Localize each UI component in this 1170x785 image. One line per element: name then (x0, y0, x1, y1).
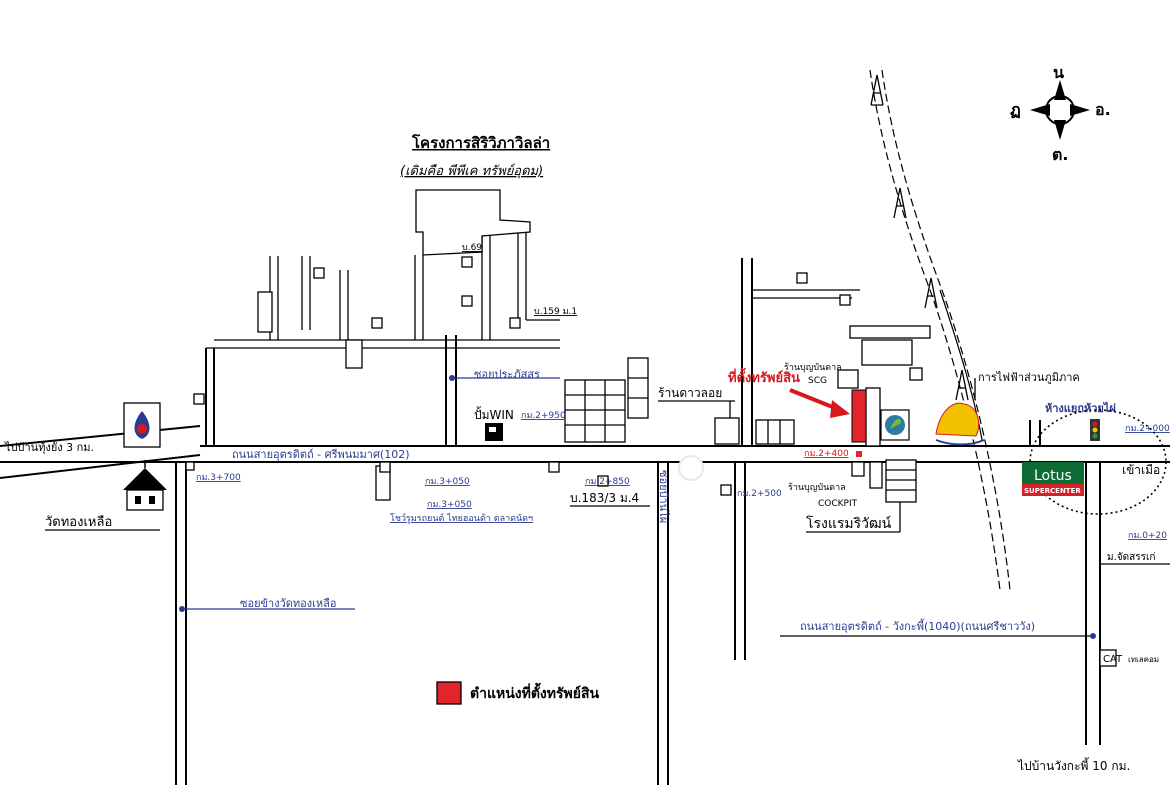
tower-icon (870, 74, 884, 106)
cat-sub-label: เทเลคอม (1128, 655, 1159, 664)
buildings (185, 272, 1117, 667)
tower-icon (924, 277, 938, 309)
main-road-label: ถนนสายอุตรดิตถ์ - ศรีพนมมาศ(102) (232, 448, 410, 461)
to-west-label: ไปบ้านทุ้งยั้ง 3 กม. (4, 439, 94, 454)
property-arrow-icon (789, 388, 850, 418)
ran-boonban-bottom-label: ร้านบุญบันดาล (788, 482, 846, 493)
main-road-102 (0, 425, 1170, 479)
hotel-label: โรงแรมริวัฒน์ (806, 515, 892, 532)
junction-label: ห้างแยกห้วยไผ่ (1045, 401, 1116, 415)
to-south-label: ไปบ้านวังกะพี้ 10 กม. (1017, 757, 1130, 773)
scg-label: SCG (808, 376, 827, 386)
cat-label: CAT (1103, 654, 1123, 665)
pea-logo-icon (935, 402, 985, 446)
lotus-sub-label: SUPERCENTER (1024, 487, 1081, 495)
property-dot (856, 451, 862, 457)
tower-icon (955, 369, 969, 401)
ptt-station-icon (123, 402, 161, 448)
km-2-950: กม.2+950 (521, 411, 566, 421)
km-0-20: กม.0+20 (1128, 531, 1167, 541)
ban-69-label: บ.69 (462, 243, 482, 253)
legend: ตำแหน่งที่ตั้งทรัพย์สิน (436, 681, 599, 705)
property-marker (851, 389, 867, 443)
side-roads-south (175, 462, 1101, 785)
power-office-label: การไฟฟ้าส่วนภูมิภาค (978, 371, 1080, 384)
fuel-pump-icon (485, 423, 503, 441)
to-city-label: เข้าเมือ (1122, 463, 1160, 477)
km-3-050-a: กม.3+050 (425, 477, 470, 487)
soi-wat-label: ซอยข้างวัดทองเหลือ (240, 597, 337, 610)
lotus-label: Lotus (1034, 468, 1072, 484)
ban-183-label: บ.183/3 ม.4 (570, 491, 639, 505)
ran-boonban-top-label: ร้านบุญบันดาล (784, 362, 842, 373)
soi-vertical-label: ซอยบ้านไผ่ (657, 470, 670, 523)
compass-rose-icon (1030, 80, 1090, 140)
side-roads-north (205, 258, 1041, 446)
km-2-400: กม.2+400 (804, 449, 849, 459)
compass-east: อ. (1095, 100, 1111, 119)
property-label: ที่ตั้งทรัพย์สิน (728, 367, 800, 386)
km-2-500: กม.2+500 (737, 489, 782, 499)
ban-159-label: บ.159 ม.1 (534, 307, 577, 317)
jat-sun-label: ม.จัดสรรเก่ (1107, 552, 1155, 563)
tower-icon (893, 187, 907, 219)
compass-north: น (1053, 63, 1064, 82)
legend-swatch (436, 681, 462, 705)
ran-daoloy-label: ร้านดาวลอย (658, 386, 722, 400)
km-2-850: กม.2+850 (585, 477, 630, 487)
km-3-050-b: กม.3+050 (427, 500, 472, 510)
lotus-logo (1022, 462, 1084, 496)
km-2-000: กม.2+000 (1125, 424, 1170, 434)
project-subtitle: (เดิมคือ พีพีเค ทรัพย์อุดม) (400, 163, 543, 179)
showroom-label: โชว์รูมรถยนต์ ไทยฮอนด้า ตลาดนัดฯ (390, 512, 533, 524)
ptt-blue-station-icon (880, 409, 910, 441)
village-roads (206, 189, 560, 369)
km-3-700: กม.3+700 (196, 473, 241, 483)
pump-win-label: ปั้มWIN (474, 406, 514, 422)
secondary-road-label: ถนนสายอุตรดิตถ์ - วังกะพี้(1040)(ถนนศรีช… (800, 618, 1035, 633)
cockpit-label: COCKPIT (818, 499, 858, 509)
compass-west: ฏ (1010, 100, 1021, 119)
wat-label: วัดทองเหลือ (45, 514, 112, 530)
compass-south: ต. (1052, 145, 1068, 164)
traffic-light-icon (1090, 419, 1100, 441)
project-title: โครงการสิริวิภาวิลล่า (411, 133, 550, 152)
legend-label: ตำแหน่งที่ตั้งทรัพย์สิน (470, 682, 599, 702)
soi-prakat-label: ซอยประภัสสร (474, 368, 540, 381)
temple-icon (123, 460, 167, 511)
